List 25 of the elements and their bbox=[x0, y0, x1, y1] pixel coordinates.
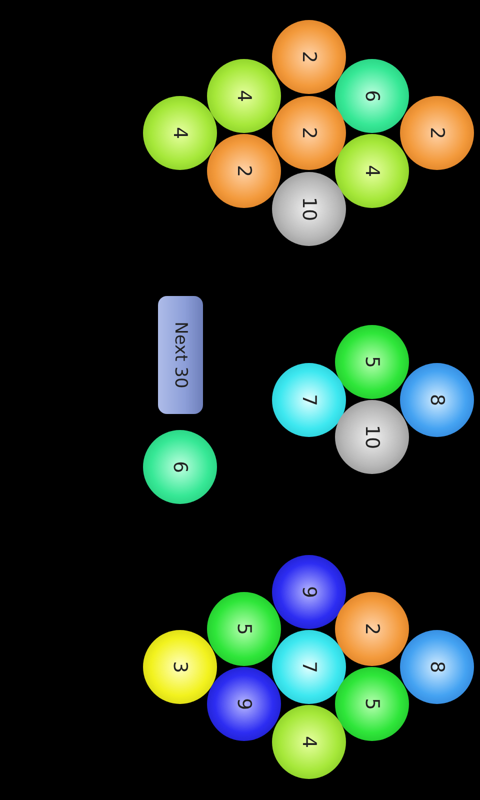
ball-number: 4 bbox=[298, 736, 320, 748]
ball-number: 7 bbox=[298, 660, 320, 674]
ball-number: 8 bbox=[426, 660, 448, 674]
ball-number: 4 bbox=[169, 126, 191, 140]
next-button bbox=[158, 296, 203, 414]
ball-number: 2 bbox=[298, 126, 320, 140]
ball-number: 5 bbox=[361, 698, 383, 710]
ball-number: 9 bbox=[233, 698, 255, 710]
ball-number: 2 bbox=[298, 50, 320, 64]
ball-number: 2 bbox=[361, 622, 383, 636]
ball-number: 4 bbox=[233, 90, 255, 102]
ball-number: 10 bbox=[298, 196, 320, 222]
ball-number: 5 bbox=[361, 356, 383, 368]
ball-number: 8 bbox=[426, 394, 448, 406]
ball-number: 6 bbox=[169, 460, 191, 474]
ball-number: 2 bbox=[233, 164, 255, 178]
ball-number: 10 bbox=[361, 424, 383, 450]
ball-number: 9 bbox=[298, 586, 320, 598]
ball-number: 5 bbox=[233, 622, 255, 636]
ball-number: 4 bbox=[361, 164, 383, 178]
ball-number: 2 bbox=[426, 126, 448, 140]
ball-number: 3 bbox=[169, 660, 191, 674]
button-label: Next 30 bbox=[170, 322, 190, 388]
ball-number: 7 bbox=[298, 394, 320, 406]
ball-number: 6 bbox=[361, 90, 383, 102]
